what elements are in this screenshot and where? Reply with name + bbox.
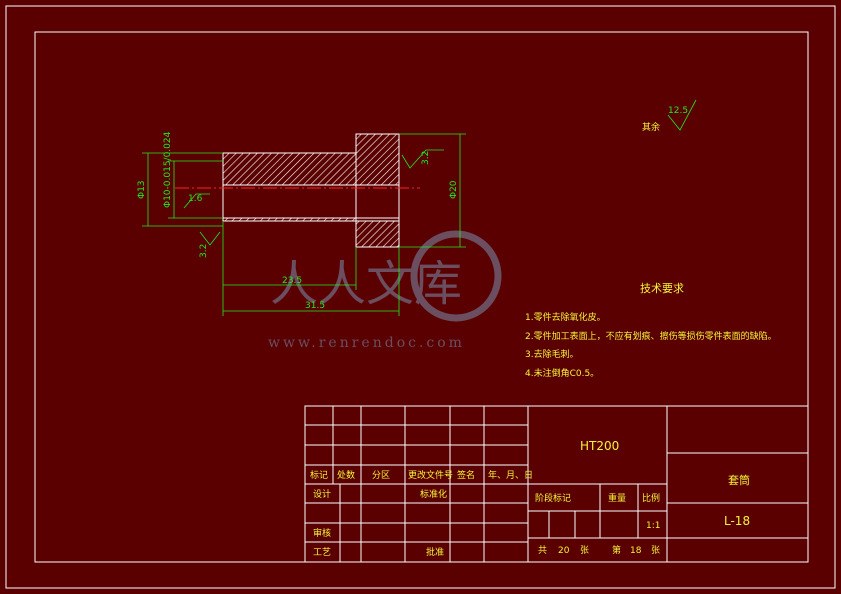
sheets-total: 20 [558, 546, 570, 556]
outer-frame [5, 5, 836, 589]
roughness-bore: 1.6 [188, 194, 203, 204]
sheet-prefix: 第 [612, 544, 621, 556]
header-zone: 分区 [372, 470, 390, 481]
tech-requirement-item: 3.去除毛刺。 [525, 348, 579, 360]
dim-flange-step: Φ13 [137, 180, 147, 199]
drawing-number: L-18 [724, 514, 750, 528]
dim-outer: Φ20 [449, 180, 459, 199]
dimensions [142, 99, 697, 316]
roughness-flange-face: 3.2 [421, 151, 431, 165]
row-process: 工艺 [313, 547, 331, 558]
row-standardize: 标准化 [420, 488, 447, 500]
row-review: 审核 [313, 527, 331, 539]
dim-bore: Φ10-0.015/0.024 [163, 131, 173, 208]
scale-value: 1:1 [646, 521, 660, 531]
scale-label: 比例 [642, 492, 660, 504]
row-design: 设计 [313, 488, 331, 500]
part-name: 套筒 [728, 473, 750, 487]
material: HT200 [580, 439, 619, 453]
roughness-general: 12.5 [668, 106, 688, 116]
tech-requirements-title: 技术要求 [640, 282, 684, 295]
watermark: 人人文库 www.renrendoc.com [268, 230, 502, 351]
header-date: 年、月、日 [488, 469, 533, 481]
tech-requirement-item: 1.零件去除氧化皮。 [525, 311, 606, 323]
row-approve: 批准 [426, 546, 444, 558]
sheets-total-prefix: 共 [538, 545, 547, 556]
header-signature: 签名 [457, 469, 475, 481]
tech-requirement-item: 4.未注倒角C0.5。 [525, 367, 599, 379]
weight-label: 重量 [608, 492, 626, 504]
dim-length-total: 31.5 [305, 301, 325, 311]
header-change-doc: 更改文件号 [408, 469, 453, 481]
sheet-unit: 张 [651, 545, 660, 556]
watermark-url: www.renrendoc.com [268, 335, 465, 351]
roughness-general-label: 其余 [642, 121, 660, 133]
header-count: 处数 [337, 469, 355, 481]
roughness-left-face: 3.2 [199, 244, 209, 258]
tech-requirement-item: 2.零件加工表面上，不应有划痕、擦伤等损伤零件表面的缺陷。 [525, 330, 777, 342]
dim-length-step: 23.5 [282, 276, 302, 286]
title-block [304, 405, 809, 563]
sheets-unit: 张 [580, 545, 589, 556]
part-section [175, 133, 420, 248]
sheet-no: 18 [630, 546, 642, 556]
watermark-text: 人人文库 [270, 256, 462, 312]
header-mark: 标记 [310, 469, 328, 481]
stage-label: 阶段标记 [535, 492, 571, 504]
